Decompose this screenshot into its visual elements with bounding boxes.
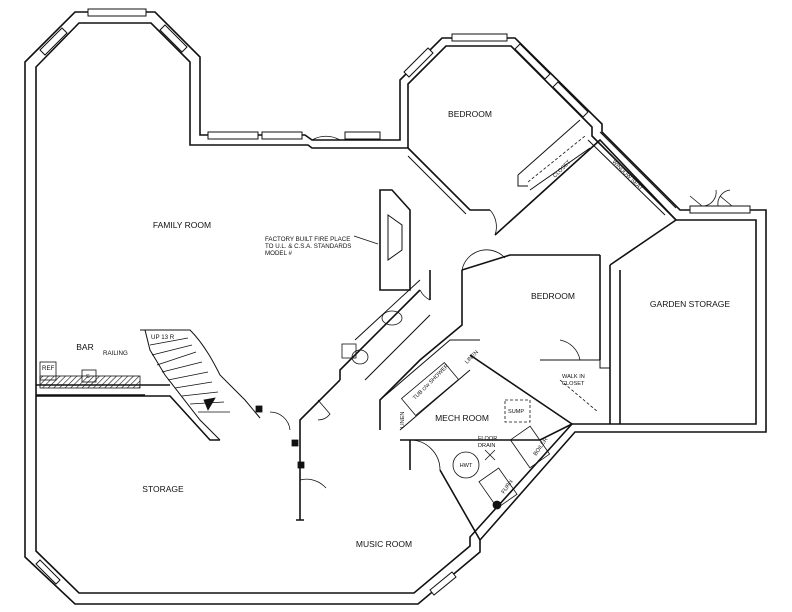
label-bar: BAR xyxy=(76,342,93,352)
fireplace-note-line2: TO U.L. & C.S.A. STANDARDS xyxy=(265,243,351,250)
label-ref: REF xyxy=(42,365,55,372)
label-bedroom-upper: BEDROOM xyxy=(448,109,492,119)
label-family-room: FAMILY ROOM xyxy=(153,220,211,230)
labels: FAMILY ROOM BEDROOM BEDROOM GARDEN STORA… xyxy=(42,109,730,549)
windows xyxy=(35,8,751,596)
label-furn: FURN xyxy=(501,479,515,495)
label-railing: RAILING xyxy=(103,350,128,357)
label-walk-in-closet-1: WALK IN xyxy=(562,374,585,380)
mech-fixtures xyxy=(452,399,551,510)
interior-walls xyxy=(36,119,677,541)
label-music-room: MUSIC ROOM xyxy=(356,539,412,549)
label-linen-left: LINEN xyxy=(400,412,406,428)
label-stair: UP 13 R xyxy=(151,334,175,341)
label-floor-drain-1: FLOOR xyxy=(478,436,497,442)
label-walk-in-closet-2: CLOSET xyxy=(562,381,585,387)
label-sink: S xyxy=(86,374,90,380)
fireplace-note-line1: FACTORY BUILT FIRE PLACE xyxy=(265,236,350,243)
exterior-walls xyxy=(24,11,767,605)
label-linen-right: LINEN xyxy=(464,350,480,366)
label-shower: TUB c/w SHOWER xyxy=(412,363,450,401)
label-storage: STORAGE xyxy=(142,484,184,494)
doors xyxy=(269,135,733,489)
label-mech-room: MECH ROOM xyxy=(435,413,489,423)
label-floor-drain-2: DRAIN xyxy=(478,443,495,449)
label-sump: SUMP xyxy=(508,409,524,415)
fireplace-note-line3: MODEL # xyxy=(265,250,292,257)
label-bedroom-lower: BEDROOM xyxy=(531,291,575,301)
label-hwt: HWT xyxy=(460,463,473,469)
label-garden-storage: GARDEN STORAGE xyxy=(650,299,730,309)
label-closet: CLOSET xyxy=(552,159,572,179)
label-window-seat: WINDOW SEAT xyxy=(611,159,644,192)
